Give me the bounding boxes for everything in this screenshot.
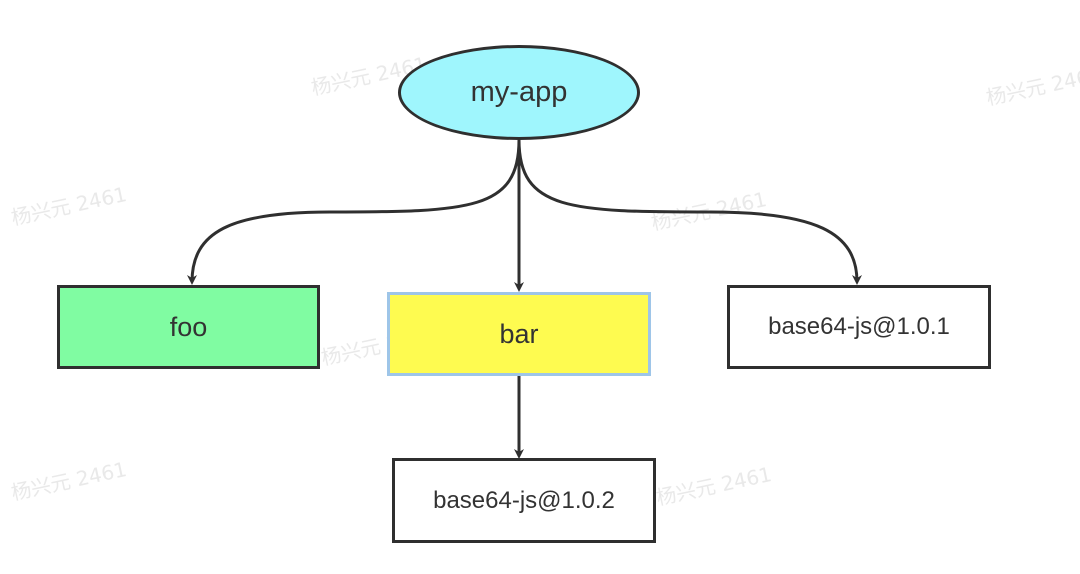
edge-my-app-to-base64-js-101 <box>517 139 862 285</box>
node-bar-label: bar <box>499 318 539 349</box>
node-foo: foo <box>57 285 320 369</box>
node-base64-js-102: base64-js@1.0.2 <box>392 458 656 543</box>
node-foo-label: foo <box>169 311 208 342</box>
node-my-app-label: my-app <box>470 76 568 108</box>
node-base64-js-102-label: base64-js@1.0.2 <box>433 486 615 514</box>
edge-my-app-to-foo <box>187 139 521 285</box>
node-base64-js-101: base64-js@1.0.1 <box>727 285 991 369</box>
node-bar: bar <box>387 292 651 376</box>
node-base64-js-101-label: base64-js@1.0.1 <box>768 313 950 340</box>
node-my-app: my-app <box>398 45 640 140</box>
